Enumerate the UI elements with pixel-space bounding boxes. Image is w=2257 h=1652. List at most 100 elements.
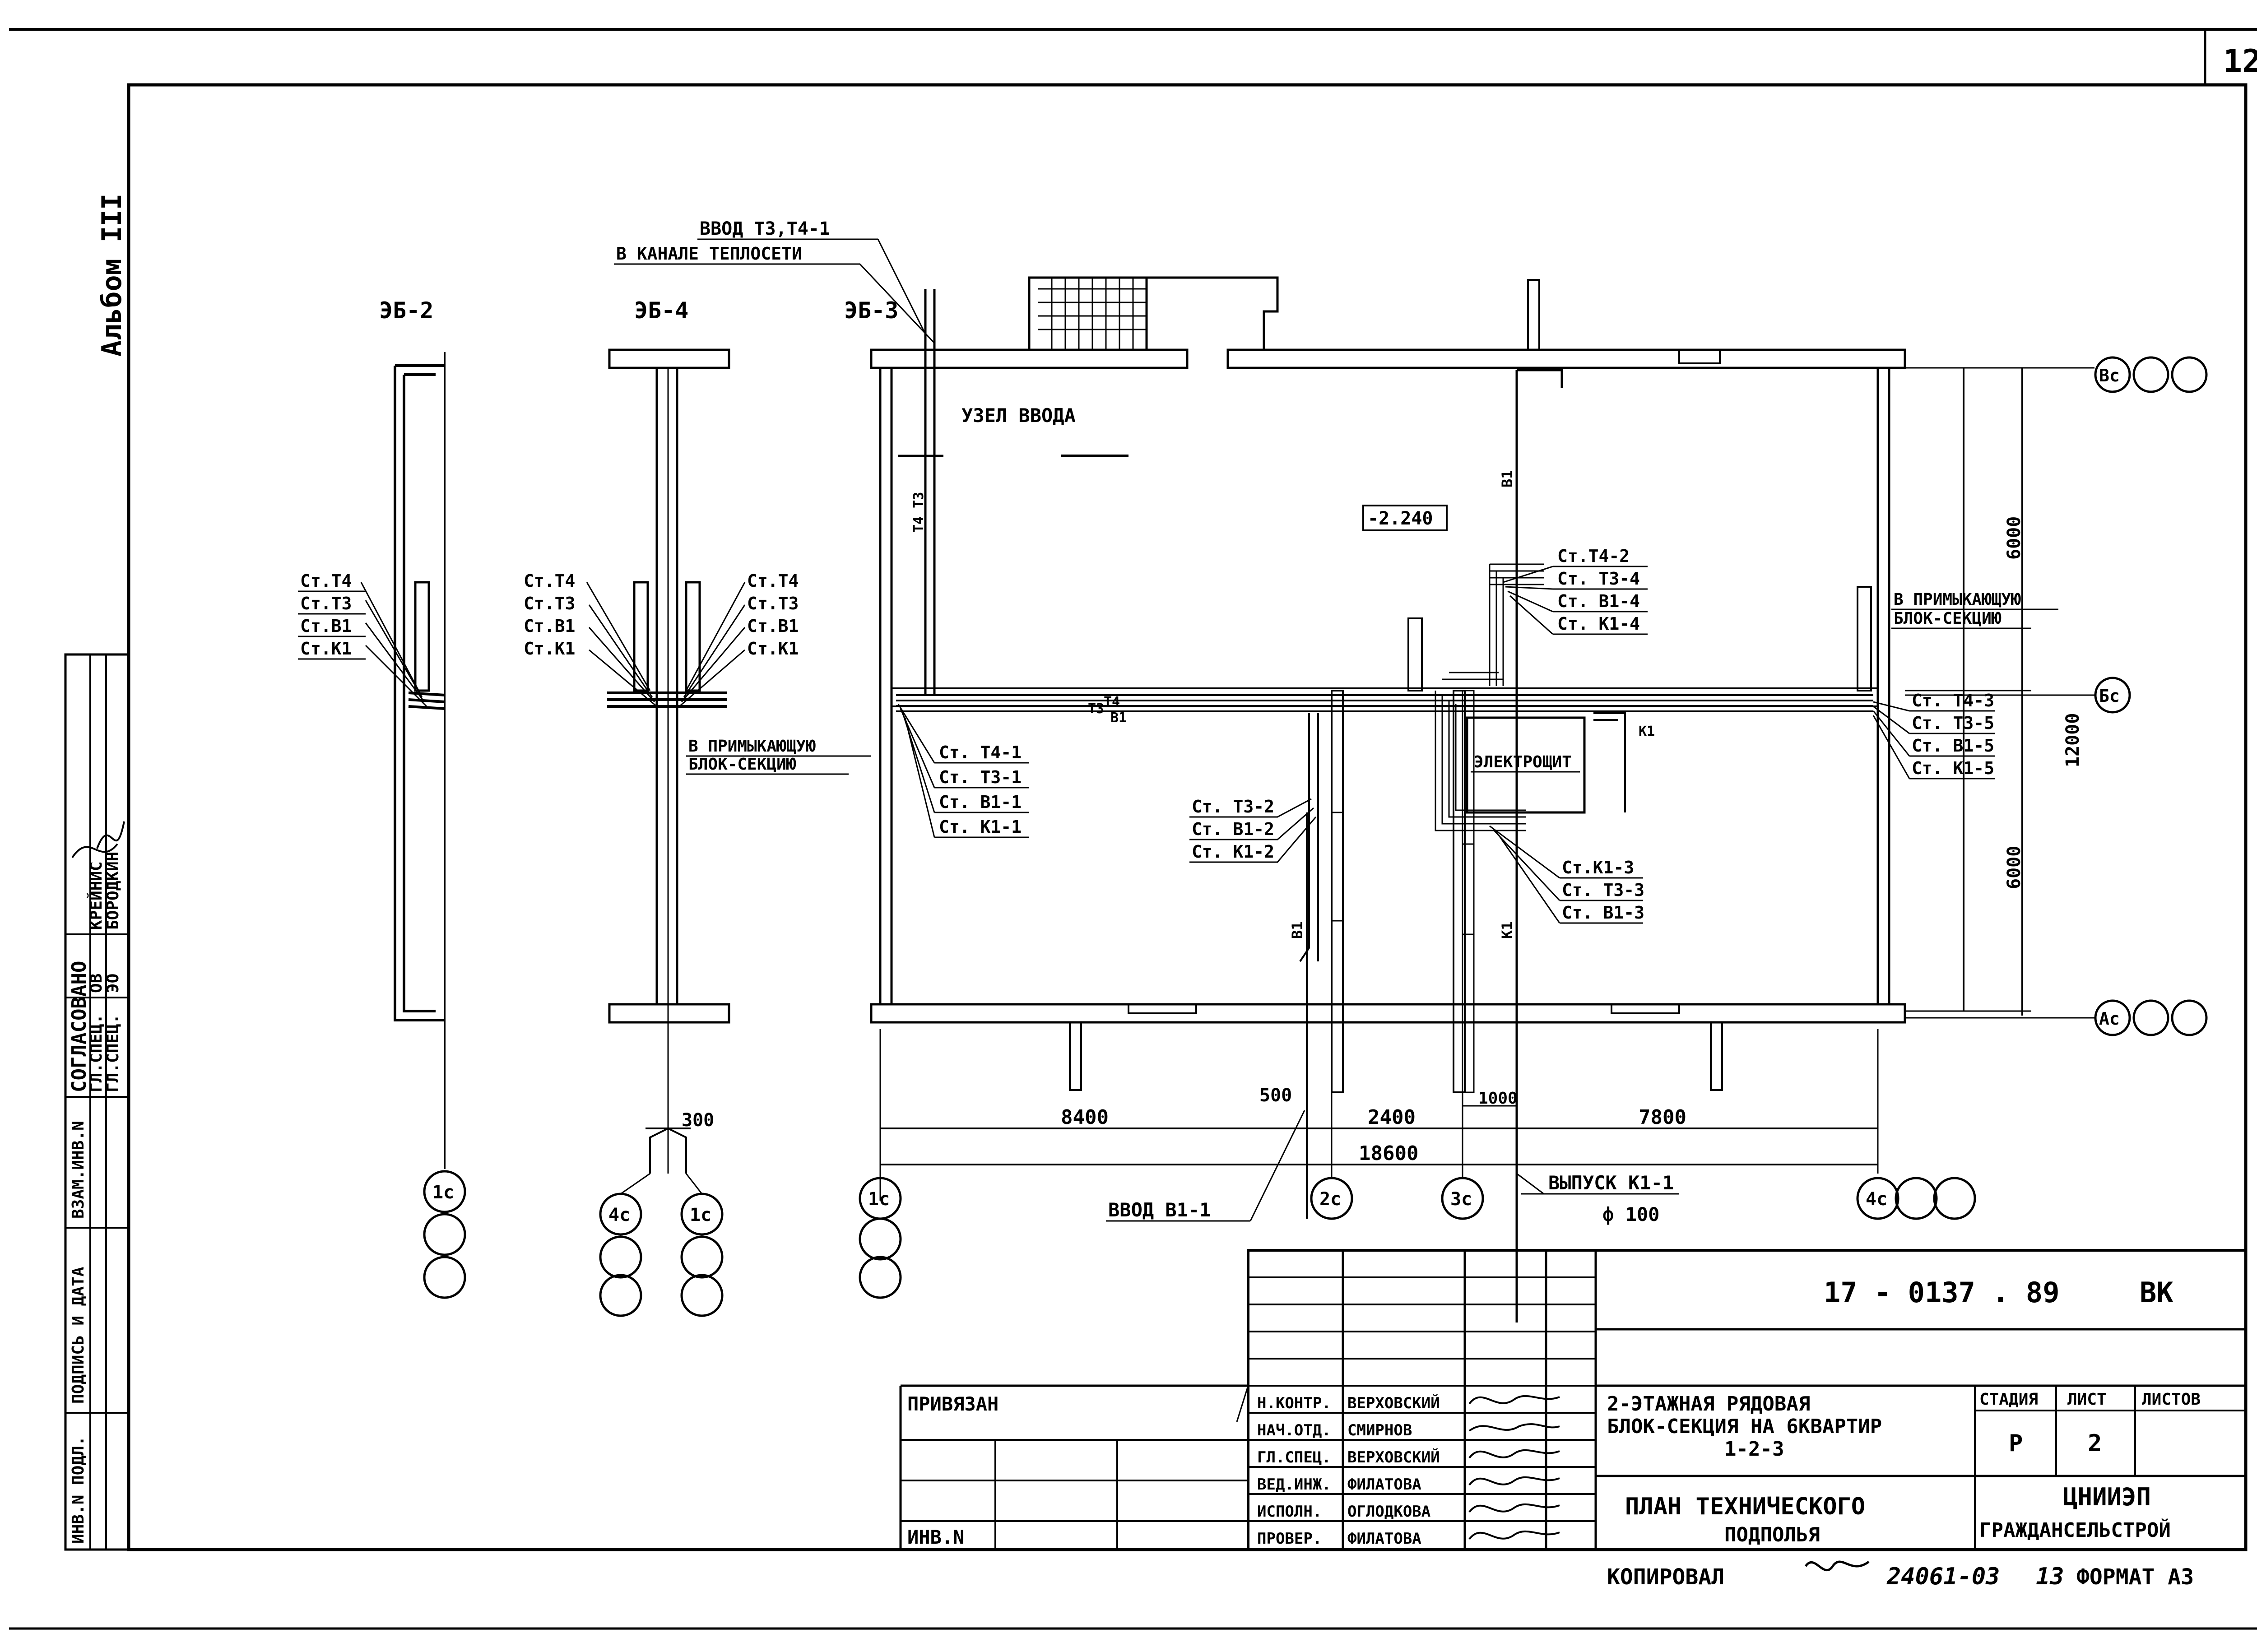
riser-group-5: Ст. Т4-3 Ст. Т3-5 Ст. В1-5 Ст. К1-5	[1872, 691, 1995, 780]
dim-6000-a: 6000	[2004, 516, 2025, 560]
eb4-right-t3: Ст.Т3	[747, 594, 799, 613]
st2-t3: Ст. Т3-2	[1192, 797, 1274, 817]
sig-role-2: НАЧ.ОТД.	[1257, 1421, 1331, 1439]
doc-code: 17 - 0137 . 89	[1824, 1276, 2060, 1309]
adjacent-r-2: БЛОК-СЕКЦИЮ	[1894, 609, 2002, 628]
pipe-b1: В1	[1110, 710, 1127, 726]
riser-group-4: Ст.Т4-2 Ст. Т3-4 Ст. В1-4 Ст. К1-4	[1503, 546, 1648, 635]
st5-k1: Ст. К1-5	[1912, 758, 1994, 778]
sig-name-1: ВЕРХОВСКИЙ	[1347, 1394, 1440, 1412]
copy-sheet: 13	[2036, 1563, 2064, 1590]
org-1: ЦНИИЭП	[2063, 1483, 2151, 1511]
eb4-left-t4: Ст.Т4	[524, 571, 575, 591]
sheets-label: ЛИСТОВ	[2142, 1390, 2201, 1409]
format-label: ФОРМАТ А3	[2076, 1564, 2194, 1590]
dim-300: 300	[682, 1110, 714, 1131]
stamp-signature	[71, 821, 125, 858]
stamp-col-3: ИНВ.N ПОДЛ.	[69, 1436, 88, 1544]
inv-label: ИНВ.N	[907, 1526, 964, 1548]
st5-t3: Ст. Т3-5	[1912, 713, 1994, 733]
sig-name-6: ФИЛАТОВА	[1347, 1530, 1421, 1548]
pipe-label-b1-vert2: В1	[1289, 921, 1306, 939]
st1-k1: Ст. К1-1	[939, 817, 1022, 837]
section-code: ВК	[2140, 1276, 2173, 1309]
eb4-right-t4: Ст.Т4	[747, 571, 799, 591]
org-2: ГРАЖДАНСЕЛЬСТРОЙ	[1979, 1518, 2171, 1542]
sig-role-3: ГЛ.СПЕЦ.	[1257, 1448, 1331, 1466]
copy-code: 24061-03	[1886, 1563, 2000, 1590]
st2-b1: Ст. В1-2	[1192, 819, 1274, 839]
node-label: УЗЕЛ ВВОДА	[961, 404, 1076, 427]
drawing-title-1: ПЛАН ТЕХНИЧЕСКОГО	[1625, 1493, 1865, 1520]
eb4-right-b1: Ст.В1	[747, 616, 799, 636]
st5-t4: Ст. Т4-3	[1912, 691, 1994, 710]
adjacent-r-1: В ПРИМЫКАЮЩУЮ	[1894, 590, 2021, 609]
sig-name-5: ОГЛОДКОВА	[1347, 1503, 1430, 1521]
eb4-left-t3: Ст.Т3	[524, 594, 575, 613]
sig-role-4: ВЕД.ИНЖ.	[1257, 1476, 1331, 1494]
handwritten-signatures	[1468, 1395, 1560, 1540]
axis-label-vc: Вс	[2099, 366, 2120, 385]
eb4-right-k1: Ст.К1	[747, 639, 799, 659]
pipe-t4: Т4	[1104, 694, 1120, 710]
project-title-1: 2-ЭТАЖНАЯ РЯДОВАЯ	[1607, 1392, 1810, 1415]
eb2-label-k1: Ст.К1	[300, 639, 352, 659]
axis-markers: Вс Бс Ас 1с 4с	[423, 356, 2208, 1317]
section-eb2: ЭБ-2 Ст.Т4 Ст.Т3 Ст.В1 Ст.К1	[298, 297, 446, 1169]
eb4-left-k1: Ст.К1	[524, 639, 575, 659]
sig-name-4: ФИЛАТОВА	[1347, 1476, 1421, 1494]
axis-4c-eb4: 4с	[599, 1173, 650, 1317]
riser-group-3: Ст.К1-3 Ст. Т3-3 Ст. В1-3	[1489, 825, 1644, 924]
st4-t4: Ст.Т4-2	[1557, 546, 1630, 566]
sheet-label: ЛИСТ	[2067, 1390, 2107, 1409]
eb4-adjacent-2: БЛОК-СЕКЦИЮ	[688, 755, 796, 774]
pipe-label-b1-vert: В1	[1499, 470, 1516, 487]
electro-label: ЭЛЕКТРОЩИТ	[1474, 753, 1572, 771]
st1-b1: Ст. В1-1	[939, 792, 1022, 812]
axis-label-2c: 2с	[1319, 1189, 1341, 1210]
album-label: Альбом III	[96, 194, 128, 357]
st5-b1: Ст. В1-5	[1912, 736, 1994, 756]
outlets: ВВОД В1-1 ВЫПУСК К1-1 ф 100	[1106, 1110, 1679, 1225]
pipe-t3: Т3	[1088, 701, 1104, 717]
side-stamp: СОГЛАСОВАНО ГЛ.СПЕЦ. ОВ КРЕЙНИС ГЛ.СПЕЦ.…	[64, 653, 130, 1551]
sheet-frame	[9, 28, 2257, 1630]
axis-label-1c-c: 1с	[868, 1189, 890, 1210]
dim-1000: 1000	[1478, 1089, 1518, 1108]
axis-label-1c-a: 1с	[432, 1182, 454, 1203]
sig-role-6: ПРОВЕР.	[1257, 1530, 1322, 1548]
axis-4c-plan: 4с	[1856, 1177, 1976, 1220]
axis-label-3c: 3с	[1450, 1189, 1472, 1210]
st1-t4: Ст. Т4-1	[939, 742, 1022, 762]
dim-12000: 12000	[2062, 713, 2083, 767]
stamp-col-1: ВЗАМ.ИНВ.N	[69, 1121, 88, 1219]
axis-1c-eb4: 1с	[680, 1173, 724, 1317]
stage-label: СТАДИЯ	[1979, 1390, 2038, 1409]
pipe-k1: К1	[1639, 724, 1655, 739]
stamp-name-2: БОРОДКИН	[104, 852, 122, 930]
level-label: -2.240	[1368, 508, 1433, 529]
dim-6000-b: 6000	[2004, 846, 2025, 889]
agreed-label: СОГЛАСОВАНО	[68, 961, 91, 1092]
input-t3t4: ВВОД Т3,Т4-1	[700, 218, 830, 239]
stamp-dept-1: ОВ	[87, 974, 106, 993]
copy-handwriting	[1804, 1560, 1870, 1571]
axis-1c-eb2: 1с	[423, 1170, 466, 1299]
dim-7800: 7800	[1639, 1106, 1686, 1129]
title-block: 17 - 0137 . 89 ВК 2-ЭТАЖНАЯ РЯДОВАЯ БЛОК…	[899, 1249, 2247, 1551]
stamp-name-1: КРЕЙНИС	[87, 861, 106, 930]
copied-label: КОПИРОВАЛ	[1607, 1564, 1724, 1590]
sig-role-5: ИСПОЛН.	[1257, 1503, 1322, 1521]
eb2-label-b1: Ст.В1	[300, 616, 352, 636]
pipe-label-k1-vert: К1	[1499, 921, 1516, 939]
stamp-col-2: ПОДПИСЬ И ДАТА	[69, 1267, 88, 1404]
in-channel: В КАНАЛЕ ТЕПЛОСЕТИ	[616, 244, 802, 264]
eb4-left-b1: Ст.В1	[524, 616, 575, 636]
axis-vc: Вс	[1905, 356, 2208, 393]
axis-2c: 2с	[1310, 1092, 1353, 1220]
project-title-2: БЛОК-СЕКЦИЯ НА 6КВАРТИР	[1607, 1415, 1882, 1438]
eb2-label-t4: Ст.Т4	[300, 571, 352, 591]
section-eb4: ЭБ-4 Ст.Т4 Ст.Т3 Ст.В1 Ст.К1 Ст.Т4 Ст.Т3…	[524, 297, 871, 1174]
axis-bc: Бс	[1905, 677, 2131, 714]
